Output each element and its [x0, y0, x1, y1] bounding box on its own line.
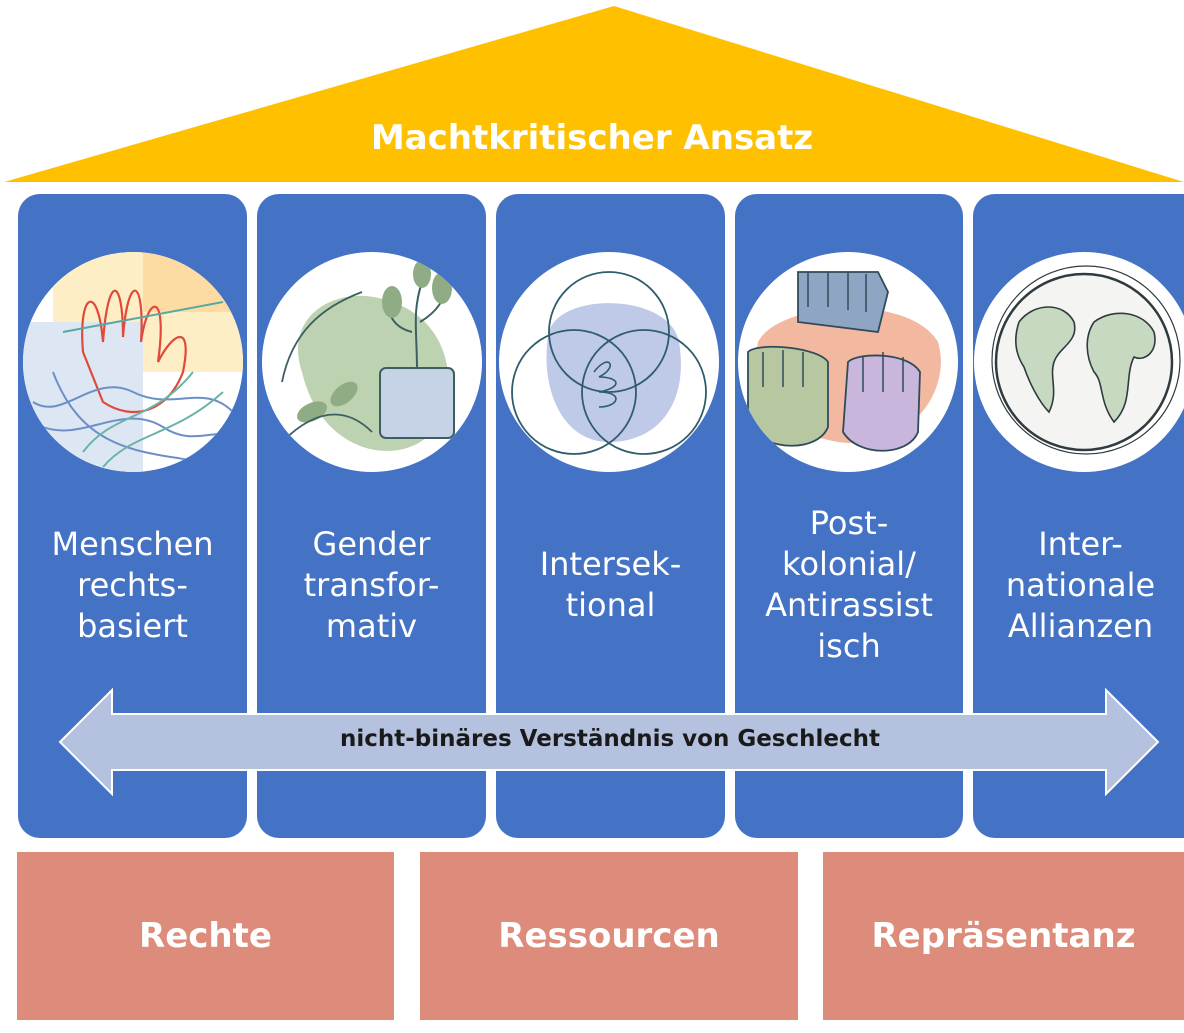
pillar-label: Intersek- tional: [496, 492, 725, 678]
pillar-label-line: tional: [565, 586, 656, 624]
pillar-label-line: Antirassist: [765, 586, 933, 624]
pillar-label-line: Gender: [312, 524, 431, 563]
roof-title: Machtkritischer Ansatz: [370, 118, 814, 158]
pillar-label-line: isch: [817, 627, 881, 665]
hands-icon: [23, 252, 243, 472]
pillar-label: Menschen rechts- basiert: [18, 492, 247, 678]
pillar-label-line: basiert: [77, 606, 188, 645]
pillar-label: Inter- nationale Allianzen: [973, 492, 1184, 678]
pillar-label-line: rechts-: [77, 565, 188, 604]
arrow-label: nicht-binäres Verständnis von Geschlecht: [339, 726, 880, 752]
pillar-label-line: transfor-: [303, 565, 440, 604]
globe-icon: [974, 252, 1184, 472]
pillar-label-line: Post-: [809, 504, 889, 542]
raised-fists-icon: [738, 252, 958, 472]
pillar-label: Post- kolonial/ Antirassist isch: [735, 492, 963, 678]
pillar-label-line: mativ: [325, 606, 418, 645]
pillar-label: Gender transfor- mativ: [257, 492, 486, 678]
venn-circles-icon: [499, 252, 719, 472]
foundation-block-repraesentanz: Repräsentanz: [823, 852, 1184, 1020]
roof-triangle: [4, 6, 1184, 182]
foundation-label: Rechte: [139, 916, 272, 956]
foundation-block-ressourcen: Ressourcen: [420, 852, 798, 1020]
pillar-menschenrechtsbasiert: Menschen rechts- basiert: [18, 194, 247, 838]
pillar-label-line: Inter-: [1038, 524, 1123, 563]
pillar-label-line: kolonial/: [782, 545, 916, 583]
foundation-block-rechte: Rechte: [17, 852, 394, 1020]
foundation-label: Ressourcen: [498, 916, 720, 956]
pillar-label-line: Menschen: [51, 524, 214, 563]
plant-icon: [262, 252, 482, 472]
pillar-label-line: Allianzen: [1007, 606, 1154, 645]
pillar-label-line: nationale: [1005, 565, 1156, 604]
pillar-label-line: Intersek-: [539, 545, 682, 583]
pillar-internationale-allianzen: Inter- nationale Allianzen: [973, 194, 1184, 838]
foundation-label: Repräsentanz: [871, 916, 1136, 956]
